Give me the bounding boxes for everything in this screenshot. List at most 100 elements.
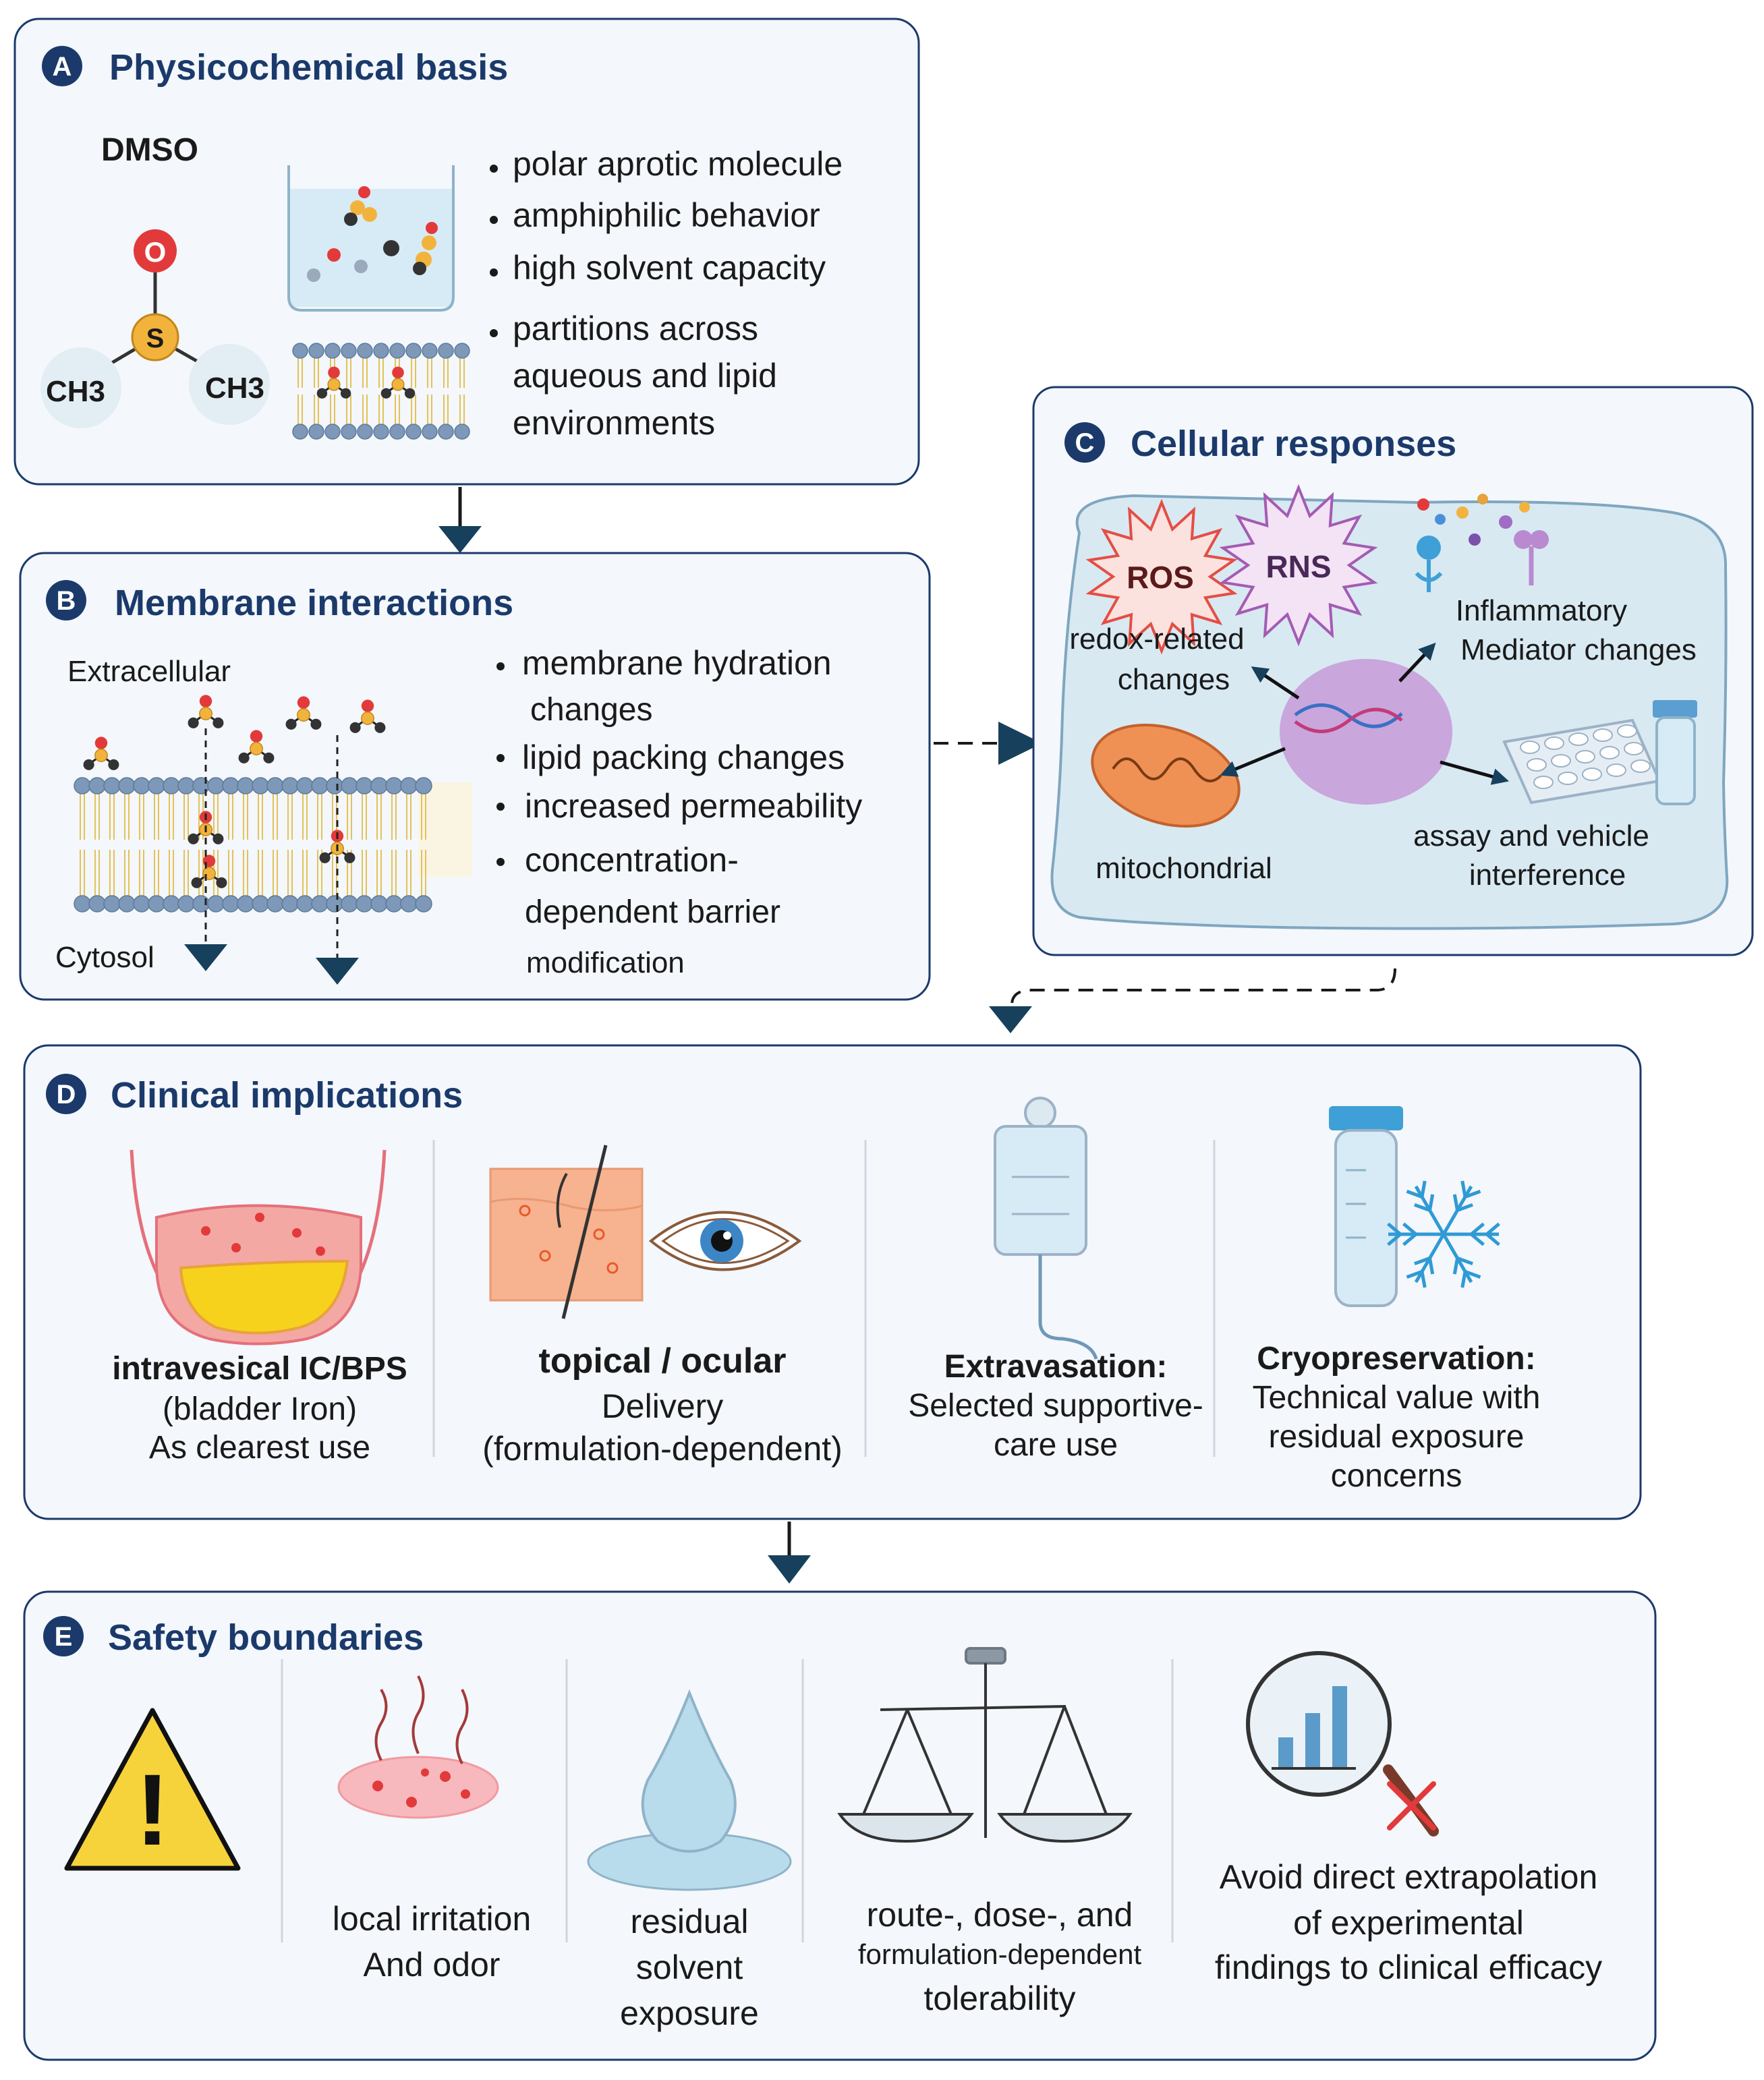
methyl-left-label: CH3 (46, 375, 105, 408)
e-item1-line-1: local irritation (333, 1900, 532, 1938)
badge-b (46, 580, 86, 620)
badge-d (46, 1074, 86, 1114)
redox-label-line-1: redox-related (1069, 623, 1244, 656)
vial-icon (1653, 700, 1697, 805)
irritated-skin-icon (337, 1756, 499, 1819)
badge-a (42, 46, 82, 86)
panel-a-bullet-4-line-1: partitions across (513, 310, 758, 347)
d-item2-title: topical / ocular (539, 1341, 787, 1381)
e-item2-line-3: exposure (620, 1994, 759, 2032)
e-item4-line-2: of experimental (1293, 1904, 1524, 1942)
badge-d-label: D (57, 1080, 76, 1109)
panel-a-bullet-4-line-3: environments (513, 404, 715, 442)
panel-a-bullet-4-line-2: aqueous and lipid (513, 357, 777, 395)
d-item4-line-2: residual exposure (1269, 1419, 1525, 1455)
panel-e-dividers (281, 1659, 1174, 1942)
panel-d-title: Clinical implications (111, 1075, 463, 1116)
panel-b-bullet-1-line-2: changes (530, 692, 652, 728)
d-item2-line-1: Delivery (602, 1387, 724, 1425)
methyl-right-label: CH3 (205, 372, 264, 405)
well-plate-icon (1502, 718, 1661, 805)
rns-starburst-icon (1219, 484, 1378, 647)
ros-label: ROS (1127, 560, 1194, 595)
mitochondrion-icon (1091, 723, 1241, 828)
snowflake-icon (1387, 1180, 1500, 1288)
dmso-label: DMSO (101, 132, 198, 168)
membrane-mini-icon (292, 343, 470, 440)
panel-a-bullets: polar aprotic molecule amphiphilic behav… (490, 145, 843, 442)
skin-patch-icon (489, 1145, 644, 1319)
badge-c (1064, 422, 1105, 463)
d-item3-line-1: Selected supportive- (908, 1388, 1203, 1424)
panel-a-bullet-3: high solvent capacity (513, 249, 826, 287)
panel-b: B Membrane interactions Extracellular Cy… (19, 552, 931, 1001)
odor-fumes-icon (374, 1675, 469, 1764)
eye-icon (648, 1211, 802, 1271)
panel-c: C Cellular responses ROS RNS redox-relat… (1032, 386, 1754, 956)
e-item2-line-2: solvent (636, 1948, 743, 1986)
d-item4-line-1: Technical value with (1253, 1380, 1541, 1416)
badge-e-label: E (55, 1622, 73, 1652)
warning-symbol: ! (136, 1753, 169, 1866)
warning-icon (64, 1708, 241, 1871)
assay-label-line-1: assay and vehicle (1413, 819, 1649, 853)
badge-a-label: A (53, 52, 72, 82)
extracellular-label: Extracellular (67, 655, 231, 688)
panel-d-dividers (432, 1140, 1216, 1457)
sulfur-label: S (146, 324, 165, 353)
cryo-tube-icon (1329, 1106, 1403, 1307)
e-item1-line-2: And odor (364, 1946, 501, 1984)
e-item4-line-3: findings to clinical efficacy (1215, 1948, 1602, 1986)
d-item1-line-2: As clearest use (149, 1430, 370, 1466)
panel-a-bullet-2: amphiphilic behavior (513, 196, 820, 234)
cell-response-arrows (1220, 642, 1510, 785)
panel-e-title: Safety boundaries (108, 1617, 424, 1658)
arrow-c-to-d-head (989, 1006, 1032, 1033)
dmso-molecule-icon (40, 229, 270, 428)
mitochondrial-label: mitochondrial (1096, 852, 1272, 885)
panel-c-title: Cellular responses (1131, 424, 1456, 464)
rns-label: RNS (1265, 549, 1331, 584)
panel-a: A Physicochemical basis DMSO O S CH3 CH3 (13, 18, 920, 486)
arrow-b-to-c-head (998, 722, 1042, 765)
nucleus-icon (1280, 659, 1452, 805)
beaker-icon (287, 165, 455, 312)
badge-e (43, 1616, 84, 1656)
e-item3-line-1: route-, dose-, and (867, 1896, 1133, 1934)
droplet-icon (641, 1689, 737, 1853)
e-item2-line-1: residual (630, 1903, 748, 1940)
panel-b-bullet-4-line-3: modification (526, 946, 685, 979)
cytokine-receptors-icon (1415, 494, 1549, 592)
assay-label-line-2: interference (1469, 859, 1626, 892)
d-item3-title: Extravasation: (944, 1349, 1168, 1385)
d-item1-title: intravesical IC/BPS (112, 1351, 407, 1387)
bladder-icon (130, 1149, 387, 1346)
d-item3-line-2: care use (994, 1427, 1118, 1463)
cytosol-label: Cytosol (55, 941, 154, 974)
iv-bag-icon (994, 1097, 1098, 1360)
dmso-molecules-icon (83, 695, 386, 985)
badge-b-label: B (57, 586, 76, 616)
e-item4-line-1: Avoid direct extrapolation (1220, 1858, 1598, 1896)
arrow-c-to-d (1011, 968, 1396, 1006)
oxygen-label: O (144, 236, 167, 268)
d-item2-line-2: (formulation-dependent) (482, 1430, 843, 1468)
panel-b-bullet-1-line-1: membrane hydration (522, 644, 832, 682)
panel-b-bullets: membrane hydration changes lipid packing… (496, 644, 862, 979)
d-item4-title: Cryopreservation: (1257, 1341, 1535, 1377)
inflammatory-label-line-1: Inflammatory (1456, 594, 1627, 627)
cross-mark-icon (1387, 1781, 1436, 1830)
arrow-a-to-b-head (438, 526, 482, 553)
panel-d: D Clinical implications intravesical IC/… (23, 1044, 1642, 1520)
panel-e: E Safety boundaries ! local irritation A… (23, 1590, 1657, 2061)
e-item3-line-3: tolerability (923, 1980, 1075, 2017)
inflammatory-label-line-2: Mediator changes (1460, 633, 1697, 666)
dna-icon (1294, 703, 1403, 728)
panel-a-title: Physicochemical basis (109, 47, 508, 88)
panel-b-bullet-4-line-1: concentration- (525, 841, 739, 879)
panel-a-bullet-1: polar aprotic molecule (513, 145, 843, 183)
d-item1-line-1: (bladder Iron) (163, 1391, 357, 1427)
arrow-d-to-e-head (768, 1555, 811, 1584)
panel-b-bullet-3: increased permeability (525, 787, 862, 825)
